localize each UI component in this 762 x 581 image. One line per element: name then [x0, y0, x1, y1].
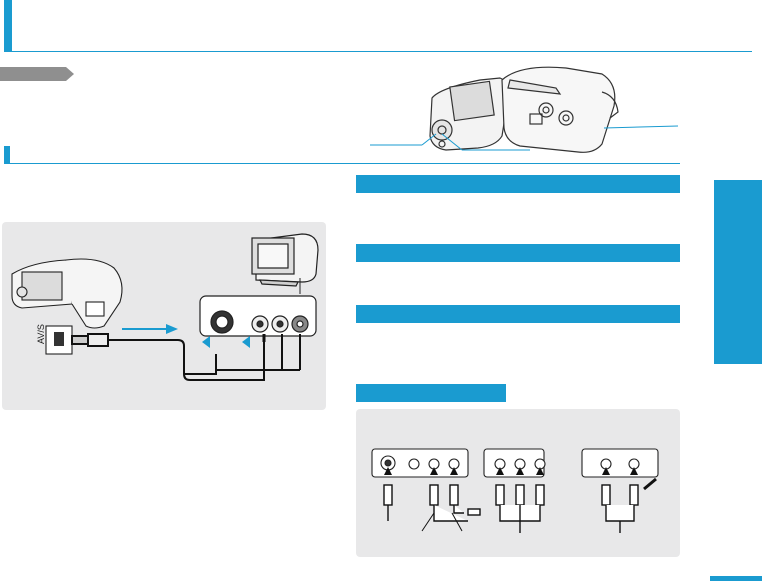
camcorder-icon: [11, 258, 123, 329]
jack-plugs: [383, 477, 657, 533]
tv-icon: [251, 233, 319, 287]
jack-arrows: [384, 467, 638, 475]
connection-drawing: AV/S: [11, 233, 319, 381]
av-cable: [71, 333, 301, 381]
connection-diagram: AV/S: [2, 222, 326, 410]
jack-leader-lines: [421, 512, 463, 532]
av-port-label: AV/S: [36, 324, 46, 344]
section-header-2: [356, 244, 680, 262]
jack-box-3: [581, 448, 659, 478]
section-accent: [4, 146, 10, 164]
jack-box-1: [371, 448, 469, 478]
page-footer-accent: [710, 576, 762, 581]
section-header-1: [356, 175, 680, 193]
page-title-rule: [12, 51, 752, 52]
section-header-3: [356, 305, 680, 323]
jack-drawing: [371, 448, 659, 533]
camcorder-illustration: [370, 66, 679, 153]
av-jack-callout: AV/S: [36, 324, 73, 355]
direction-arrows: [122, 324, 250, 348]
chapter-side-tab: [714, 180, 762, 364]
section-header-4: [356, 384, 506, 402]
note-tab: [0, 67, 74, 81]
page-title-accent: [4, 0, 12, 52]
section-rule: [10, 163, 680, 164]
tv-input-panel: [199, 295, 317, 337]
jack-panel: [356, 409, 680, 557]
